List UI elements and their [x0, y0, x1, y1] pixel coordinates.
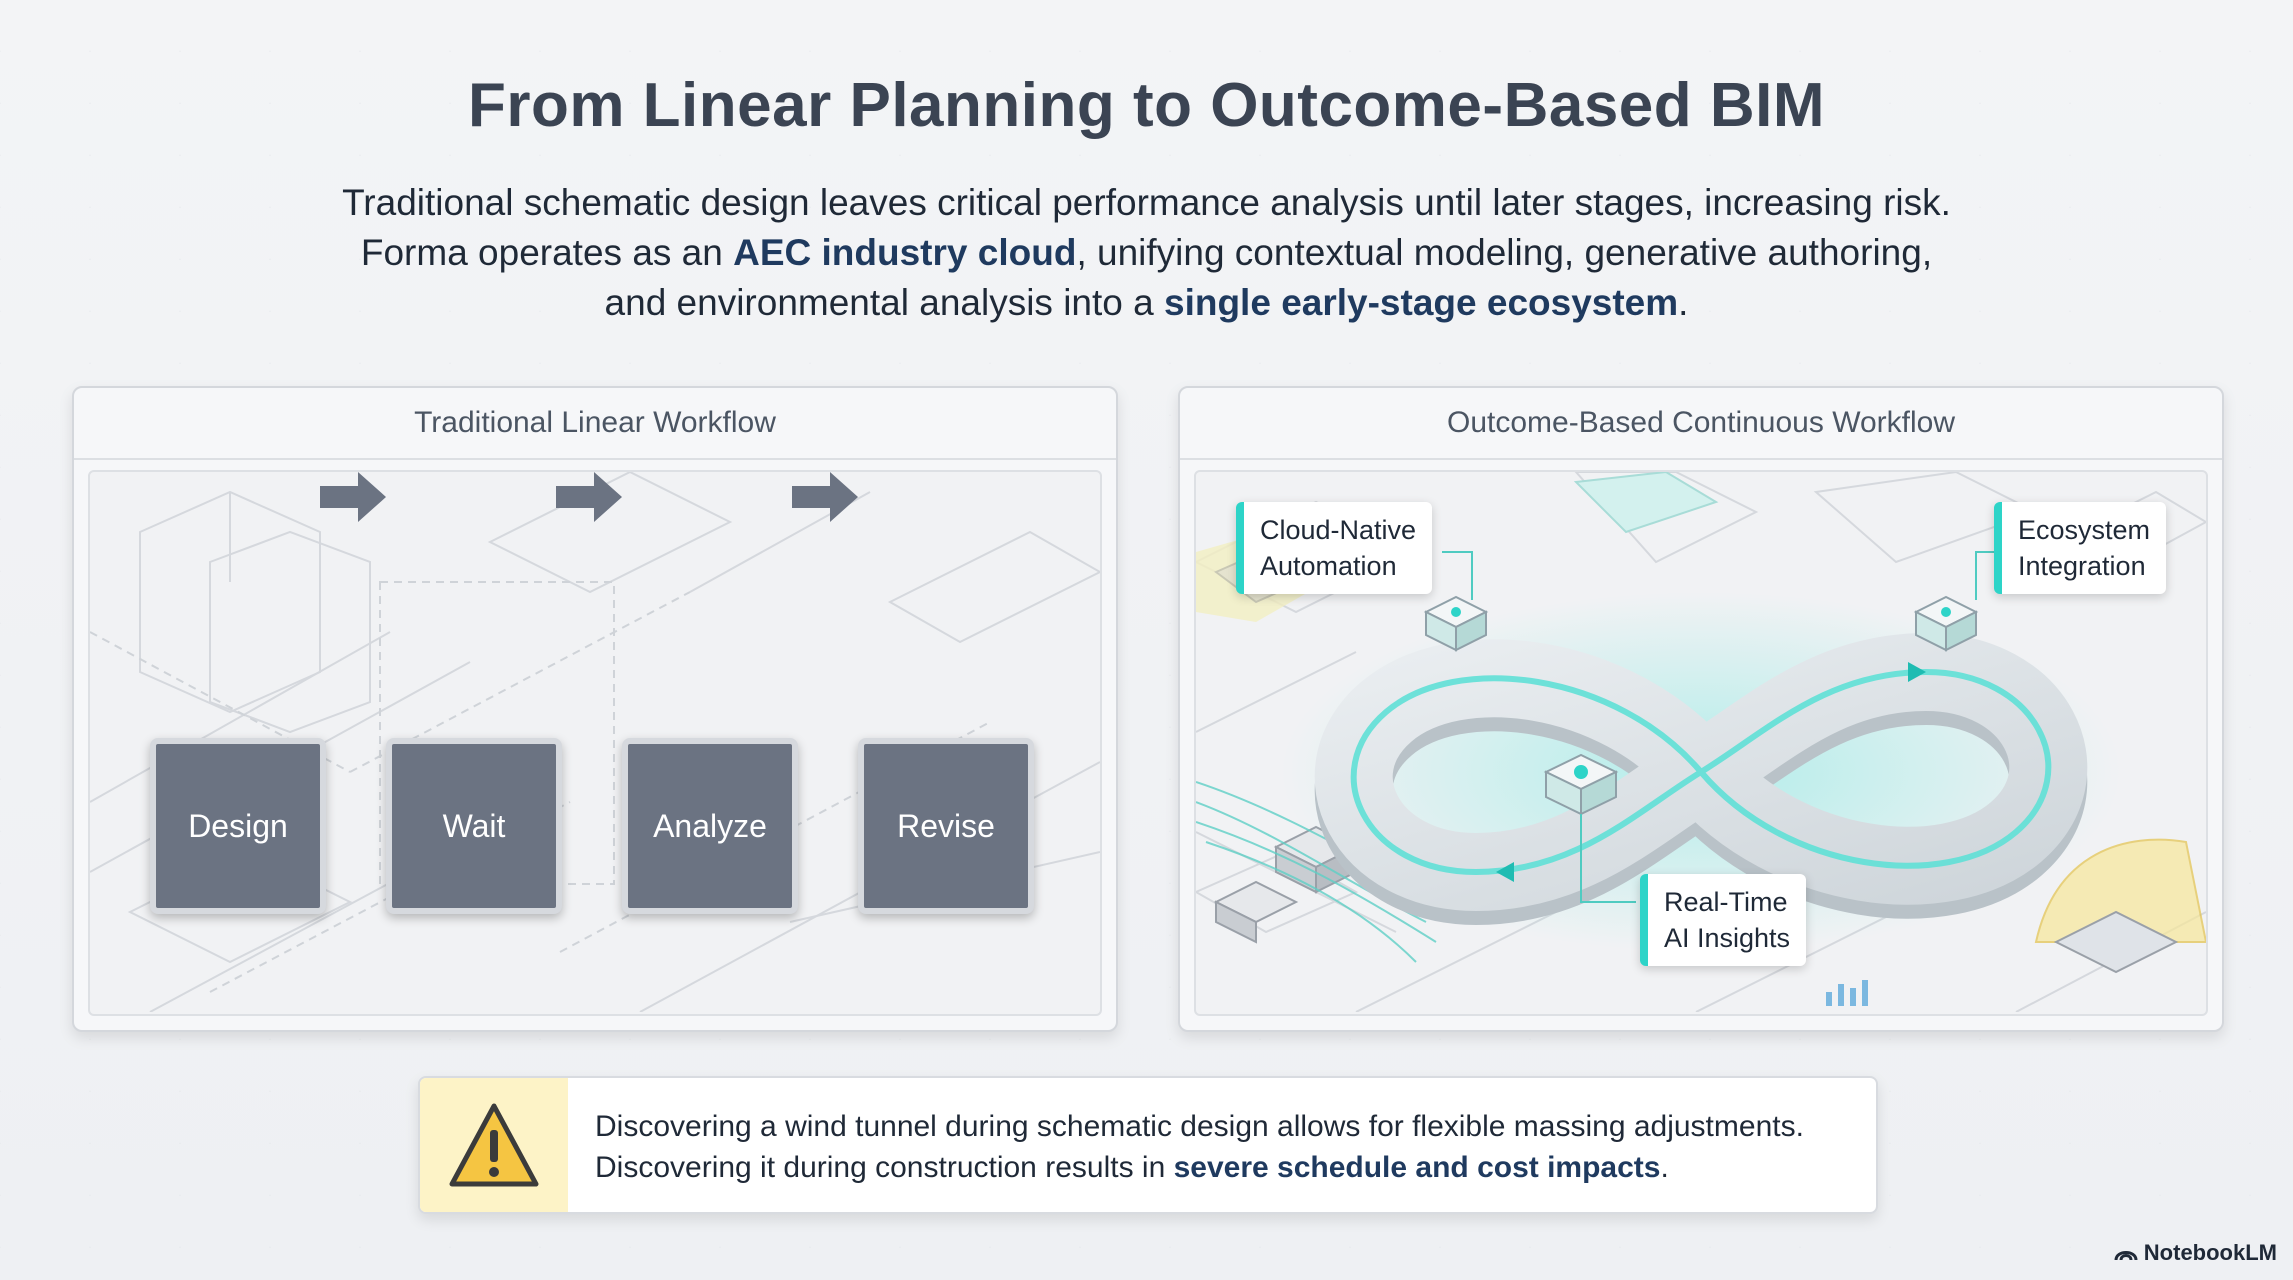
arrow-right-icon	[792, 472, 858, 522]
warning-text-segment: Discovering it during construction resul…	[595, 1151, 1174, 1184]
traditional-workflow-title: Traditional Linear Workflow	[74, 388, 1116, 460]
continuous-workflow-panel: Outcome-Based Continuous Workflow	[1178, 386, 2224, 1032]
brand-label: NotebookLM	[2143, 1240, 2277, 1265]
callout-cloud-native-automation: Cloud-Native Automation	[1236, 502, 1433, 594]
notebooklm-logo-icon	[2114, 1251, 2138, 1261]
warning-icon	[449, 1103, 539, 1187]
highlight-aec-industry-cloud: AEC industry cloud	[733, 232, 1077, 273]
callout-automation-line-2: Automation	[1260, 551, 1397, 581]
subtitle-line-2: Forma operates as an AEC industry cloud,…	[240, 228, 2053, 278]
continuous-workflow-canvas: Cloud-Native Automation Ecosystem Integr…	[1194, 470, 2208, 1016]
callout-integration-line-1: Ecosystem	[2018, 515, 2151, 545]
step-revise: Revise	[858, 738, 1034, 914]
subtitle-text: Forma operates as an	[360, 232, 734, 273]
warning-callout: Discovering a wind tunnel during schemat…	[418, 1076, 1878, 1214]
warning-line-1: Discovering a wind tunnel during schemat…	[595, 1110, 1804, 1143]
arrow-right-icon	[556, 472, 622, 522]
warning-text: Discovering a wind tunnel during schemat…	[595, 1106, 1865, 1188]
warning-line-2: Discovering it during construction resul…	[595, 1147, 1865, 1188]
step-analyze: Analyze	[622, 738, 798, 914]
step-wait: Wait	[386, 738, 562, 914]
traditional-workflow-panel: Traditional Linear Workflow	[72, 386, 1118, 1032]
step-design: Design	[150, 738, 326, 914]
callout-real-time-ai-insights: Real-Time AI Insights	[1640, 874, 1807, 966]
callout-integration-line-2: Integration	[2018, 551, 2146, 581]
subtitle-text: and environmental analysis into a	[604, 282, 1164, 323]
subtitle-text: , unifying contextual modeling, generati…	[1076, 232, 1933, 273]
subtitle-line-1: Traditional schematic design leaves crit…	[342, 182, 1951, 223]
page-title: From Linear Planning to Outcome-Based BI…	[467, 71, 1826, 140]
callout-insights-line-2: AI Insights	[1664, 923, 1791, 953]
notebooklm-brand: NotebookLM	[2114, 1240, 2277, 1266]
infinity-loop-illustration	[1196, 472, 2206, 1012]
highlight-severe-impacts: severe schedule and cost impacts	[1173, 1151, 1661, 1184]
callout-automation-line-1: Cloud-Native	[1260, 515, 1417, 545]
arrow-right-icon	[320, 472, 386, 522]
callout-ecosystem-integration: Ecosystem Integration	[1994, 502, 2167, 594]
subtitle: Traditional schematic design leaves crit…	[240, 178, 2053, 328]
subtitle-line-3: and environmental analysis into a single…	[240, 278, 2053, 328]
callout-insights-line-1: Real-Time	[1664, 887, 1788, 917]
traditional-workflow-canvas: Design Wait Analyze Revise	[88, 470, 1102, 1016]
warning-text-segment: .	[1660, 1151, 1669, 1184]
continuous-workflow-title: Outcome-Based Continuous Workflow	[1180, 388, 2222, 460]
warning-icon-box	[420, 1078, 568, 1212]
subtitle-text: .	[1678, 282, 1689, 323]
highlight-single-ecosystem: single early-stage ecosystem	[1164, 282, 1679, 323]
